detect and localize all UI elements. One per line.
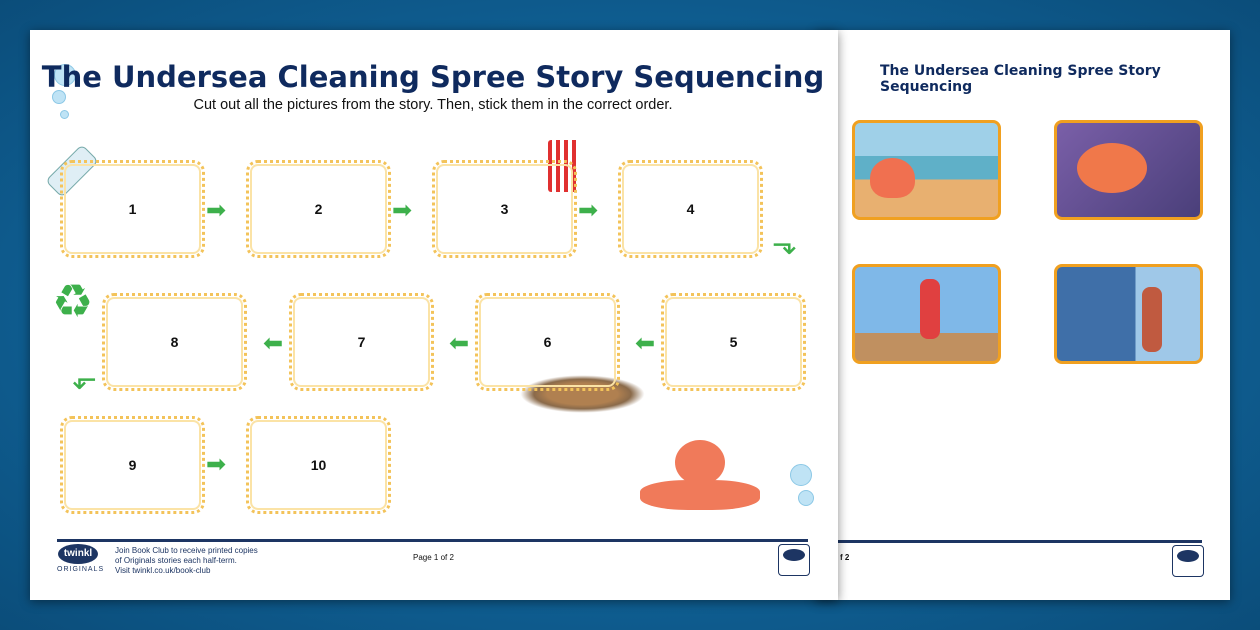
- book-club-line-2: of Originals stories each half-term.: [115, 556, 237, 565]
- story-picture-octopus-bottle: [1054, 120, 1203, 220]
- sequence-box-4: 4: [618, 160, 763, 258]
- rubbish-pile-icon: [520, 375, 645, 413]
- sequence-box-5: 5: [661, 293, 806, 391]
- story-picture-boy-on-rock: [852, 264, 1001, 364]
- book-club-link[interactable]: Visit twinkl.co.uk/book-club: [115, 566, 211, 575]
- arrow-down-icon: ⬐: [72, 363, 98, 396]
- page-2: The Undersea Cleaning Spree Story Sequen…: [815, 30, 1230, 600]
- arrow-right-icon: ➡: [206, 197, 227, 224]
- page-number: Page 1 of 2: [413, 553, 454, 562]
- bubble-icon: [798, 490, 814, 506]
- arrow-right-icon: ➡: [392, 197, 413, 224]
- arrow-right-icon: ➡: [578, 197, 599, 224]
- bubble-icon: [52, 90, 66, 104]
- recycle-icon: ♻: [52, 275, 94, 327]
- instructions: Cut out all the pictures from the story.…: [193, 97, 673, 113]
- sequence-box-9: 9: [60, 416, 205, 514]
- footer-rule: [815, 540, 1202, 543]
- page-2-title: The Undersea Cleaning Spree Story Sequen…: [880, 63, 1161, 95]
- story-picture-polluted-beach: [1054, 264, 1203, 364]
- twinkl-approved-badge: [778, 544, 810, 576]
- sequence-box-6: 6: [475, 293, 620, 391]
- twinkl-logo: twinkl: [58, 544, 98, 564]
- sequence-box-1: 1: [60, 160, 205, 258]
- twinkl-approved-badge: [1172, 545, 1204, 577]
- bubble-icon: [60, 110, 69, 119]
- page-1: The Undersea Cleaning Spree Story Sequen…: [30, 30, 838, 600]
- sequence-box-8: 8: [102, 293, 247, 391]
- sequence-box-3: 3: [432, 160, 577, 258]
- book-club-line-1: Join Book Club to receive printed copies: [115, 546, 258, 555]
- arrow-left-icon: ⬅: [449, 330, 470, 357]
- story-picture-octopus-beach: [852, 120, 1001, 220]
- bubble-icon: [790, 464, 812, 486]
- arrow-left-icon: ⬅: [263, 330, 284, 357]
- arrow-left-icon: ⬅: [635, 330, 656, 357]
- bubble-icon: [54, 64, 76, 86]
- page-title: The Undersea Cleaning Spree Story Sequen…: [41, 60, 825, 94]
- sequence-box-7: 7: [289, 293, 434, 391]
- page-number-partial: f 2: [840, 553, 850, 562]
- arrow-right-icon: ➡: [206, 451, 227, 478]
- octopus-icon: [635, 440, 765, 525]
- sequence-box-10: 10: [246, 416, 391, 514]
- sequence-box-2: 2: [246, 160, 391, 258]
- arrow-down-icon: ⬎: [772, 228, 798, 261]
- originals-label: ORIGINALS: [57, 566, 105, 573]
- footer-rule: [57, 539, 808, 542]
